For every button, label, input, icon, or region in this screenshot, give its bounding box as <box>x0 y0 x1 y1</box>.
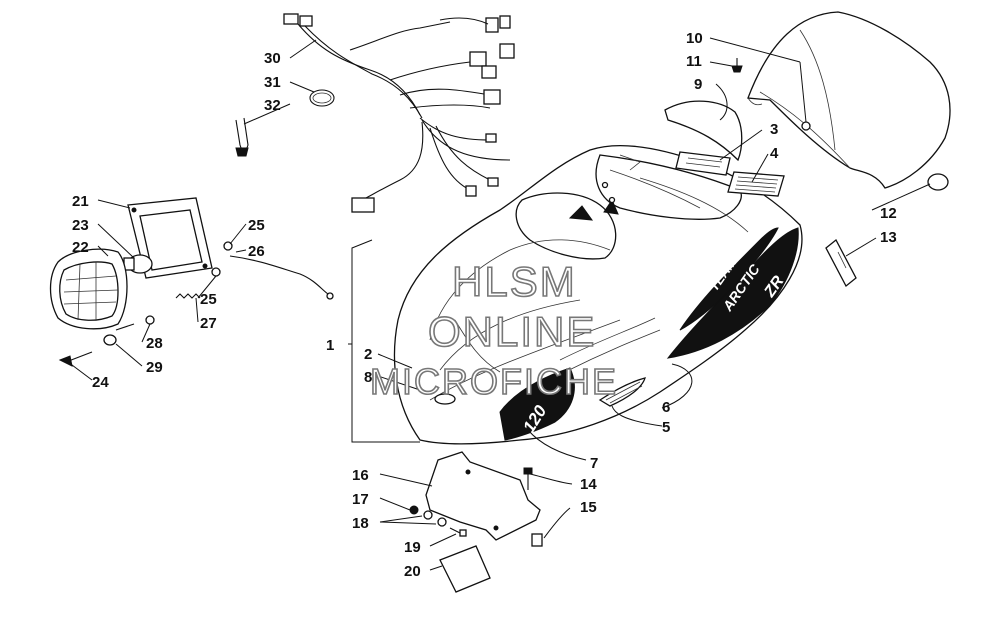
pad <box>439 545 491 593</box>
callout-22: 22 <box>72 239 89 256</box>
callout-25: 25 <box>248 217 265 234</box>
callout-17: 17 <box>352 491 369 508</box>
washer <box>145 315 155 325</box>
callout-30: 30 <box>264 50 281 67</box>
callout-26: 26 <box>248 243 265 260</box>
info-label <box>727 171 785 197</box>
grommet <box>103 334 117 346</box>
screw <box>58 351 93 367</box>
cable-tie <box>309 89 335 107</box>
callout-8: 8 <box>364 369 372 386</box>
ground-wire <box>229 255 334 300</box>
grommet <box>927 173 949 191</box>
callout-20: 20 <box>404 563 421 580</box>
clamp <box>235 117 249 157</box>
callout-31: 31 <box>264 74 281 91</box>
windshield-trim <box>664 100 743 162</box>
callout-14: 14 <box>580 476 597 493</box>
callout-labels: 30 31 32 10 11 9 3 4 12 13 6 5 7 14 15 1… <box>72 30 897 580</box>
callout-13: 13 <box>880 229 897 246</box>
warning-label <box>675 151 731 176</box>
bolt <box>449 527 467 537</box>
watermark-line1: HLSM <box>452 258 577 305</box>
callout-21: 21 <box>72 193 89 210</box>
clip <box>531 533 543 547</box>
hood <box>393 144 803 445</box>
callout-25b: 25 <box>200 291 217 308</box>
callout-11: 11 <box>686 53 702 70</box>
callout-19: 19 <box>404 539 421 556</box>
screw <box>115 323 135 331</box>
wiring-harness <box>283 13 515 213</box>
hood-latch <box>825 239 857 287</box>
callout-10: 10 <box>686 30 703 47</box>
watermark-line3: MICROFICHE <box>370 361 618 402</box>
callout-16: 16 <box>352 467 369 484</box>
headlight <box>49 248 128 330</box>
callout-12: 12 <box>880 205 897 222</box>
callout-23: 23 <box>72 217 89 234</box>
leader-lines <box>67 37 931 571</box>
callout-6: 6 <box>662 399 670 416</box>
callout-2: 2 <box>364 346 372 363</box>
nut <box>409 505 419 515</box>
hood-group-bracket <box>351 239 420 443</box>
screw <box>523 467 533 490</box>
washer <box>211 267 221 277</box>
watermark-line2: ONLINE <box>428 308 596 355</box>
callout-4: 4 <box>770 145 779 162</box>
bulb <box>123 254 153 274</box>
washer <box>437 517 447 527</box>
watermark: HLSM ONLINE MICROFICHE <box>369 257 618 403</box>
spring <box>175 293 201 299</box>
windshield <box>747 11 951 189</box>
side-decal-vent <box>598 377 646 407</box>
rivet <box>731 58 743 73</box>
callout-32: 32 <box>264 97 281 114</box>
callout-28: 28 <box>146 335 163 352</box>
callout-24: 24 <box>92 374 109 391</box>
bracket <box>425 451 541 541</box>
side-decal-graphic: TEAM ARCTIC ZR <box>559 227 799 373</box>
callout-29: 29 <box>146 359 163 376</box>
callout-15: 15 <box>580 499 597 516</box>
callout-1: 1 <box>326 337 334 354</box>
callout-7: 7 <box>590 455 598 472</box>
callout-18: 18 <box>352 515 369 532</box>
callout-9: 9 <box>694 76 702 93</box>
callout-5: 5 <box>662 419 670 436</box>
washer <box>423 510 433 520</box>
callout-27: 27 <box>200 315 217 332</box>
callout-3: 3 <box>770 121 778 138</box>
